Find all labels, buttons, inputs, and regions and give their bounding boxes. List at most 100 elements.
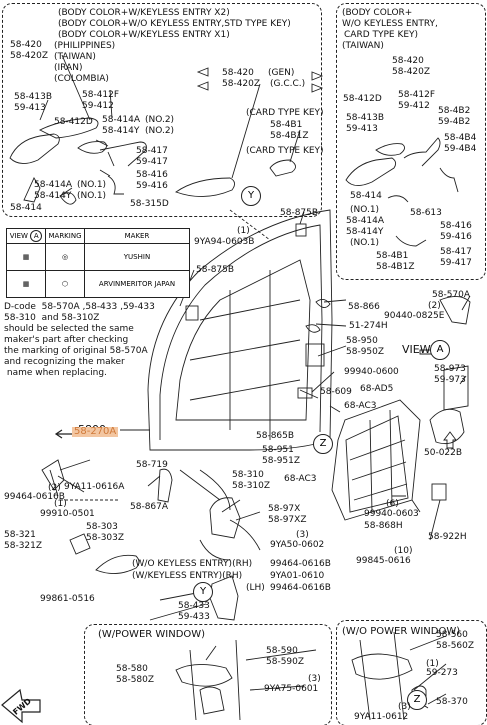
part-68-ad5: 68-AD5 (360, 384, 394, 394)
mid-note-gen: (GEN) (268, 68, 295, 78)
table-row2-view-icon: ▦ (6, 270, 46, 298)
part-580: 58-580 (116, 664, 148, 674)
tr-part-420: 58-420 (392, 56, 424, 66)
tr-part-414: 58-414 (350, 191, 382, 201)
tl-header-7: (COLOMBIA) (54, 74, 109, 84)
tr-header-4: (TAIWAN) (342, 41, 384, 51)
tl-part-416: 58-416 (136, 170, 168, 180)
part-273-qty: (1) (426, 659, 439, 669)
tr-part-4b4: 58-4B4 (444, 133, 477, 143)
mid-card-key-1: (CARD TYPE KEY) (246, 108, 324, 118)
part-875b-lower: 58-875B (196, 265, 235, 275)
part-99845: 99845-0616 (356, 556, 411, 566)
note-line-1: D-code 58-570A ,58-433 ,59-433 (4, 302, 155, 312)
table-row2-marking-icon: ⬡ (45, 270, 85, 298)
tl-part-414y-no2: 58-414Y (102, 126, 140, 136)
tr-part-4b2: 58-4B2 (438, 106, 471, 116)
table-header-view: VIEW A (6, 228, 46, 244)
tl-part-59-417: 59-417 (136, 157, 168, 167)
tl-part-420z: 58-420Z (10, 51, 49, 61)
part-719: 58-719 (136, 460, 168, 470)
table-header-marking: MARKING (45, 228, 85, 244)
part-59-433: 59-433 (178, 612, 210, 622)
tl-part-417: 58-417 (136, 146, 168, 156)
note-line-2: 58-310 and 58-310Z (4, 313, 100, 323)
tr-part-59-413: 59-413 (346, 124, 378, 134)
part-99464-a: 99464-0616B (4, 492, 65, 502)
tl-header-2: (BODY COLOR+W/O KEYLESS ENTRY,STD TYPE K… (58, 19, 291, 29)
tr-part-414y: 58-414Y (346, 227, 384, 237)
note-line-3: should be selected the same (4, 324, 134, 334)
tl-part-315d: 58-315D (130, 199, 169, 209)
part-9ya50: 9YA50-0602 (270, 540, 325, 550)
part-99940-0603: 99940-0603 (364, 509, 419, 519)
part-90440-qty: (2) (428, 301, 441, 311)
tr-part-412d: 58-412D (343, 94, 382, 104)
mid-part-420z: 58-420Z (222, 79, 261, 89)
box-bottom-left (84, 624, 332, 725)
mid-part-4b1z: 58-4B1Z (270, 131, 309, 141)
part-321z: 58-321Z (4, 541, 43, 551)
view-a-label: VIEW (402, 343, 431, 356)
part-9ya11-b: 9YA11-0612 (354, 712, 409, 722)
tr-part-59-4b4: 59-4B4 (444, 144, 477, 154)
part-9ya11-a: 9YA11-0616A (64, 482, 125, 492)
tl-header-4: (PHILIPPINES) (54, 41, 116, 51)
part-99464-wo-keyless: 99464-0616B (270, 559, 331, 569)
callout-z-mid: Z (313, 434, 333, 454)
tr-header-1: (BODY COLOR+ (342, 8, 413, 18)
part-922h: 58-922H (428, 532, 467, 542)
part-433: 58-433 (178, 601, 210, 611)
tl-part-414a-no1: 58-414A (34, 180, 73, 190)
part-570a: 58-570A (432, 290, 471, 300)
part-590z: 58-590Z (266, 657, 305, 667)
note-wo-keyless: (W/O KEYLESS ENTRY)(RH) (132, 559, 253, 569)
tr-header-3: CARD TYPE KEY) (344, 30, 419, 40)
part-590: 58-590 (266, 646, 298, 656)
part-99464-lh: 99464-0616B (270, 583, 331, 593)
part-560z: 58-560Z (436, 641, 475, 651)
part-273: 59-273 (426, 668, 458, 678)
tl-header-5: (TAIWAN) (54, 52, 96, 62)
note-line-4: maker's part after checking (4, 335, 129, 345)
table-row1-marking-icon: ◎ (45, 243, 85, 271)
tr-part-417: 58-417 (440, 247, 472, 257)
part-9ya94-qty: (1) (237, 226, 250, 236)
part-68-ac3-upper: 68-AC3 (344, 401, 377, 411)
part-866: 58-866 (348, 302, 380, 312)
tl-part-414a-no1-note: (NO.1) (77, 180, 107, 190)
part-950: 58-950 (346, 336, 378, 346)
tl-header-1: (BODY COLOR+W/KEYLESS ENTRY X2) (58, 8, 230, 18)
maker-table: VIEW A MARKING MAKER ▦ ◎ YUSHIN ▦ ⬡ ARVI… (6, 228, 190, 298)
part-868h: 58-868H (364, 521, 403, 531)
note-w-keyless: (W/KEYLESS ENTRY)(RH) (132, 571, 243, 581)
part-867a: 58-867A (130, 502, 169, 512)
tl-header-3: (BODY COLOR+W/KEYLESS ENTRY X1) (58, 30, 230, 40)
callout-y-bottom: Y (193, 582, 213, 602)
part-973: 58-973 (434, 364, 466, 374)
part-9ya75: 9YA75-0601 (264, 684, 319, 694)
note-line-5: the marking of original 58-570A (4, 346, 148, 356)
tl-part-59-412: 59-412 (82, 101, 114, 111)
part-951z: 58-951Z (262, 456, 301, 466)
tr-part-613: 58-613 (410, 208, 442, 218)
part-370: 58-370 (436, 697, 468, 707)
callout-a-view: A (430, 340, 450, 360)
part-560: 58-560 (436, 630, 468, 640)
part-99910: 99910-0501 (40, 509, 95, 519)
view-a-marker: A (30, 230, 43, 242)
part-50-022b: 50-022B (424, 448, 463, 458)
table-header-view-label: VIEW (9, 232, 28, 240)
tr-part-4b1: 58-4B1 (376, 251, 409, 261)
tr-part-59-416: 59-416 (440, 232, 472, 242)
part-310: 58-310 (232, 470, 264, 480)
tr-header-2: W/O KEYLESS ENTRY, (342, 19, 438, 29)
tr-part-414y-no1: (NO.1) (350, 238, 380, 248)
part-99940-0600: 99940-0600 (344, 367, 399, 377)
manual-window-header: (W/O POWER WINDOW) (342, 626, 461, 637)
part-9ya11-b-qty: (3) (398, 702, 411, 712)
table-row1-maker: YUSHIN (84, 243, 190, 271)
note-line-7: name when replacing. (4, 368, 107, 378)
